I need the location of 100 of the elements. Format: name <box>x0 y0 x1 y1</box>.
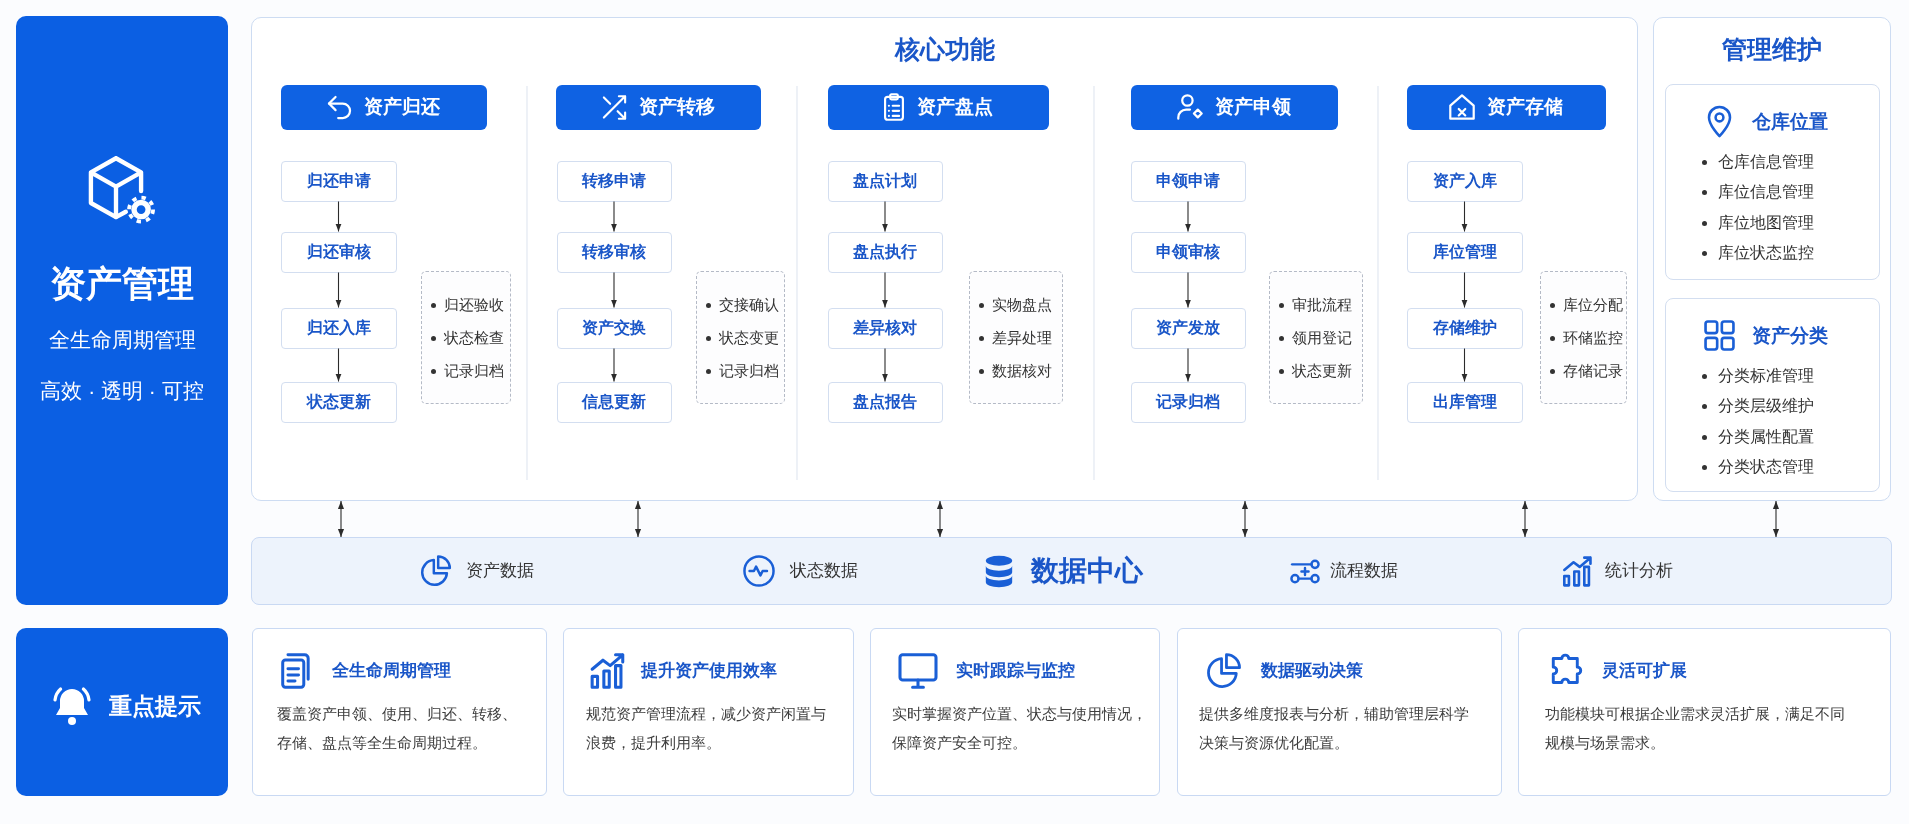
process-box <box>280 160 397 202</box>
section-title: 核心功能 <box>893 34 996 65</box>
step-label: 资产发放 <box>1156 318 1220 338</box>
card-title: 实时跟踪与监控 <box>956 660 1075 682</box>
list-item: 分类层级维护 <box>1701 391 1814 421</box>
feature-card <box>1518 628 1891 796</box>
process-box <box>1406 160 1523 202</box>
process-box <box>556 160 672 202</box>
process-box <box>827 160 943 202</box>
list-item: 数据核对 <box>978 353 1052 387</box>
data-label: 流程数据 <box>1330 560 1398 582</box>
list-item: 差异处理 <box>978 320 1052 354</box>
card-title: 全生命周期管理 <box>332 660 451 682</box>
step-label: 归还审核 <box>306 242 371 262</box>
function-header <box>827 84 1049 130</box>
title-panel <box>16 16 228 605</box>
arrow <box>335 347 342 383</box>
process-box <box>280 307 397 349</box>
process-box <box>1406 381 1523 423</box>
panel-tagline: 高效 · 透明 · 可控 <box>39 378 205 404</box>
detail-list-box <box>420 270 511 404</box>
feature-card <box>1177 628 1502 796</box>
function-header <box>1406 84 1606 130</box>
process-box <box>827 381 943 423</box>
step-label: 状态更新 <box>306 392 371 412</box>
detail-list-box <box>1268 270 1363 404</box>
data-center-title: 数据中心 <box>1031 554 1143 588</box>
process-box <box>556 231 672 273</box>
list-item: 环储监控 <box>1549 320 1623 354</box>
feature-card <box>870 628 1160 796</box>
step-label: 申领申请 <box>1156 171 1220 191</box>
arrow <box>1184 271 1192 309</box>
step-label: 差异核对 <box>853 318 917 338</box>
arrow <box>610 271 618 309</box>
data-label: 状态数据 <box>790 560 858 582</box>
arrow <box>1184 347 1192 383</box>
arrow <box>610 200 618 233</box>
data-center-bar <box>251 537 1892 605</box>
card-title: 资产分类 <box>1751 323 1828 348</box>
step-label: 资产交换 <box>582 318 646 338</box>
list-item: 领用登记 <box>1278 320 1352 354</box>
list-item: 状态检查 <box>430 320 504 354</box>
header-label: 资产转移 <box>638 95 715 119</box>
detail-list-box <box>695 270 785 404</box>
process-box <box>1130 307 1246 349</box>
header-label: 资产申领 <box>1215 95 1291 119</box>
feature-card <box>563 628 854 796</box>
tip-panel <box>16 628 228 796</box>
process-box <box>1130 381 1246 423</box>
panel-title: 资产管理 <box>49 262 195 306</box>
step-label: 转移申请 <box>582 171 646 191</box>
list-item: 仓库信息管理 <box>1701 146 1814 177</box>
step-label: 盘点报告 <box>853 392 917 412</box>
list-item: 状态变更 <box>705 320 779 354</box>
step-label: 转移审核 <box>582 242 646 262</box>
function-header <box>1130 84 1338 130</box>
card-title: 提升资产使用效率 <box>641 660 777 682</box>
arrow <box>1461 271 1468 309</box>
double-arrow <box>337 500 345 538</box>
double-arrow <box>1521 500 1529 538</box>
card-description: 功能模块可根据企业需求灵活扩展，满足不同规模与场景需求。 <box>1545 704 1846 753</box>
list-item: 分类标准管理 <box>1701 360 1814 391</box>
process-box <box>1130 160 1246 202</box>
process-box <box>827 307 943 349</box>
header-label: 资产存储 <box>1487 95 1563 119</box>
process-box <box>1406 231 1523 273</box>
step-label: 申领审核 <box>1156 242 1220 262</box>
list-item: 库位信息管理 <box>1701 177 1814 207</box>
tip-title: 重点提示 <box>109 692 201 721</box>
section-title: 管理维护 <box>1721 34 1823 65</box>
card-description: 覆盖资产申领、使用、归还、转移、存储、盘点等全生命周期过程。 <box>277 704 518 753</box>
list-item: 交接确认 <box>705 287 779 321</box>
arrow <box>1184 200 1192 233</box>
step-label: 存储维护 <box>1432 318 1497 338</box>
list-item: 实物盘点 <box>978 287 1052 321</box>
arrow <box>881 271 889 309</box>
info-card <box>1664 83 1880 280</box>
list-item: 库位状态监控 <box>1701 238 1814 268</box>
section-panel <box>251 17 1638 501</box>
step-label: 资产入库 <box>1432 171 1497 191</box>
detail-list-box <box>1539 270 1627 404</box>
card-title: 灵活可扩展 <box>1602 660 1687 682</box>
double-arrow <box>1772 500 1780 538</box>
process-box <box>1130 231 1246 273</box>
step-label: 归还入库 <box>306 318 371 338</box>
detail-list-box <box>968 270 1063 404</box>
list-item: 分类属性配置 <box>1701 421 1814 452</box>
process-box <box>1406 307 1523 349</box>
list-item: 分类状态管理 <box>1701 452 1814 482</box>
arrow <box>881 347 889 383</box>
list-item: 库位分配 <box>1549 287 1623 321</box>
step-label: 库位管理 <box>1432 242 1497 262</box>
feature-card <box>252 628 547 796</box>
data-label: 统计分析 <box>1605 560 1673 582</box>
function-header <box>555 84 761 130</box>
list-item: 库位地图管理 <box>1701 207 1814 238</box>
arrow <box>335 200 342 233</box>
step-label: 盘点计划 <box>853 171 917 191</box>
double-arrow <box>634 500 642 538</box>
step-label: 盘点执行 <box>853 242 917 262</box>
